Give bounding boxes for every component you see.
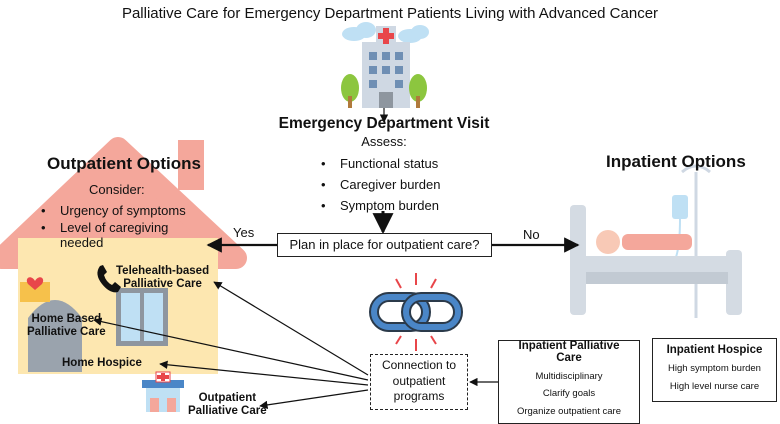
hospital-illustration — [341, 22, 429, 108]
outpatient-pc-line2: Palliative Care — [188, 405, 267, 418]
outpatient-heading: Outpatient Options — [47, 154, 201, 173]
connection-line2: outpatient — [392, 373, 446, 388]
home-based-label: Home Based Palliative Care — [27, 313, 106, 339]
consider-item: Urgency of symptoms — [38, 202, 186, 219]
consider-label: Consider: — [89, 182, 145, 197]
inpatient-hospice-item: High symptom burden — [668, 363, 761, 374]
chain-link-icon — [369, 273, 463, 351]
assess-item: Functional status — [318, 153, 440, 174]
assess-label: Assess: — [361, 134, 407, 149]
decision-box — [277, 233, 492, 257]
telehealth-line2: Palliative Care — [123, 278, 202, 291]
connection-line1: Connection to — [381, 358, 457, 372]
yes-label: Yes — [233, 225, 255, 240]
inpatient-palliative-item: Clarify goals — [542, 388, 596, 399]
inpatient-palliative-title: Inpatient Palliative Care — [498, 340, 640, 364]
home-based-line1: Home Based — [31, 313, 102, 325]
arrow-to-telehealth — [213, 281, 369, 376]
arrow-to-outpatient-pc — [259, 389, 369, 410]
inpatient-hospice-box — [652, 338, 777, 402]
home-based-line2: Palliative Care — [27, 326, 106, 339]
connection-line3: programs — [393, 389, 445, 403]
telehealth-label: Telehealth-based Palliative Care — [116, 265, 209, 291]
clinic-icon — [142, 371, 184, 412]
consider-list: Urgency of symptoms Level of caregiving — [38, 202, 186, 236]
arrow-to-home-hospice — [159, 360, 369, 386]
heart-hands-icon — [26, 277, 44, 290]
connection-box — [370, 354, 468, 410]
home-hospice-label: Home Hospice — [62, 357, 142, 369]
inpatient-palliative-item: Multidisciplinary — [535, 371, 603, 382]
telehealth-line1: Telehealth-based — [116, 265, 210, 277]
consider-item-continuation: needed — [60, 235, 104, 250]
arrow-to-home-based — [93, 317, 369, 381]
flow-arrows — [93, 108, 580, 410]
connection-text: Connection to outpatient programs — [370, 358, 468, 405]
inpatient-hospice-title: Inpatient Hospice — [666, 344, 763, 356]
outpatient-pc-label: Outpatient Palliative Care — [188, 392, 267, 418]
assess-item: Caregiver burden — [318, 174, 440, 195]
assess-item: Symptom burden — [318, 195, 440, 216]
consider-item: Level of caregiving — [38, 219, 186, 236]
inpatient-palliative-title-line2: Care — [556, 352, 582, 364]
inpatient-palliative-box — [498, 340, 640, 424]
phone-icon — [97, 265, 121, 293]
hospital-bed-illustration — [570, 164, 742, 318]
inpatient-hospice-item: High level nurse care — [669, 381, 760, 392]
outpatient-pc-line1: Outpatient — [198, 392, 257, 404]
inpatient-palliative-title-line1: Inpatient Palliative — [518, 340, 620, 352]
no-label: No — [523, 227, 540, 242]
decision-question: Plan in place for outpatient care? — [289, 237, 480, 252]
inpatient-palliative-item: Organize outpatient care — [516, 406, 622, 417]
diagram-title: Palliative Care for Emergency Department… — [121, 5, 659, 22]
inpatient-heading: Inpatient Options — [606, 152, 746, 171]
ed-visit-heading: Emergency Department Visit — [278, 115, 490, 132]
assess-list: Functional status Caregiver burden Sympt… — [318, 153, 440, 216]
